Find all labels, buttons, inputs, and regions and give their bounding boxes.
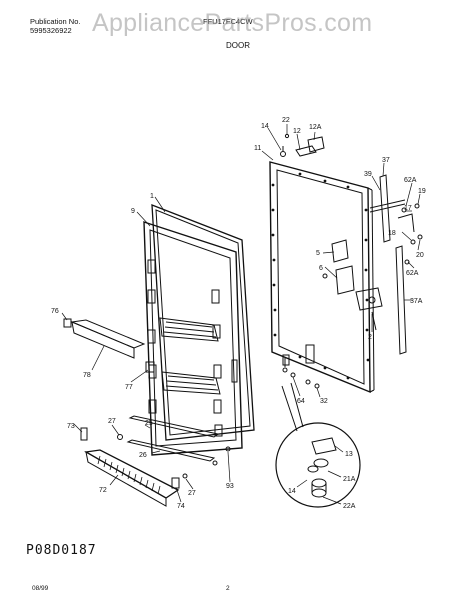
label-21a: 21A xyxy=(343,476,356,483)
footer-page: 2 xyxy=(226,585,230,592)
label-26: 26 xyxy=(139,452,147,459)
label-13: 13 xyxy=(345,451,353,458)
label-62a-top: 62A xyxy=(404,177,417,184)
door-shelf-bar xyxy=(63,318,155,373)
label-22a: 22A xyxy=(343,503,356,510)
label-2: 2 xyxy=(368,334,372,341)
label-27-bottom: 27 xyxy=(188,490,196,497)
label-39: 39 xyxy=(364,171,372,178)
kick-plate xyxy=(80,427,188,507)
label-9: 9 xyxy=(131,208,135,215)
publication-number: 5995326922 xyxy=(30,26,72,35)
publication-label: Publication No. xyxy=(30,17,81,26)
door-handle xyxy=(369,174,423,355)
label-19: 19 xyxy=(418,188,426,195)
latch-assembly xyxy=(322,239,383,331)
label-22: 22 xyxy=(282,117,290,124)
label-72: 72 xyxy=(99,487,107,494)
door-gasket xyxy=(151,204,255,441)
watermark: AppliancePartsPros.com xyxy=(92,9,373,37)
label-11: 11 xyxy=(254,145,261,152)
section-title: DOOR xyxy=(226,41,250,50)
label-74: 74 xyxy=(177,503,185,510)
label-76: 76 xyxy=(51,308,59,315)
label-73: 73 xyxy=(67,423,75,430)
label-20: 20 xyxy=(416,252,424,259)
bottom-shelf-rail xyxy=(117,415,231,466)
label-12a: 12A xyxy=(309,124,322,131)
label-1: 1 xyxy=(150,193,154,200)
label-78: 78 xyxy=(83,372,91,379)
drawing-code: P08D0187 xyxy=(26,543,97,558)
label-5: 5 xyxy=(316,250,320,257)
leader-lines xyxy=(61,124,421,505)
label-17: 17 xyxy=(404,205,412,212)
label-64: 64 xyxy=(297,398,305,405)
label-6: 6 xyxy=(319,265,323,272)
label-37a: 37A xyxy=(410,298,423,305)
label-77: 77 xyxy=(125,384,133,391)
label-93: 93 xyxy=(226,483,234,490)
label-14-detail: 14 xyxy=(288,488,296,495)
label-18: 18 xyxy=(388,230,396,237)
label-25: 25 xyxy=(145,420,153,427)
hinge-detail-callout xyxy=(275,382,361,508)
footer-date: 08/99 xyxy=(32,585,49,592)
top-hinge xyxy=(280,133,325,157)
label-12: 12 xyxy=(293,128,301,135)
label-62a-bottom: 62A xyxy=(406,270,419,277)
label-27-top: 27 xyxy=(108,418,116,425)
outer-door-panel xyxy=(269,161,375,394)
part-labels: 1 9 11 12 12A 14 22 37 39 62A 19 17 18 2… xyxy=(51,117,426,510)
label-14: 14 xyxy=(261,123,269,130)
model-number: FFU17FC4CW xyxy=(203,17,253,26)
label-37: 37 xyxy=(382,157,390,164)
label-32: 32 xyxy=(320,398,328,405)
